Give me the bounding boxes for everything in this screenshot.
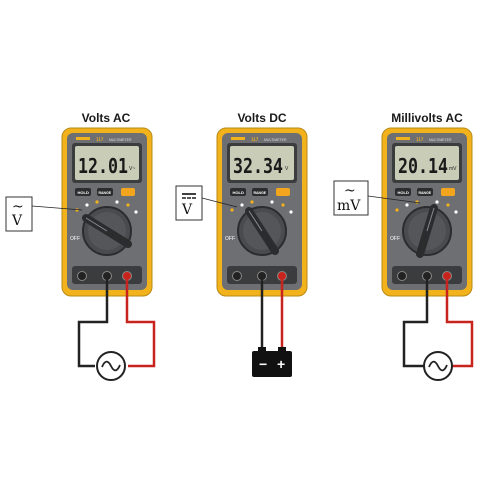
- symbol-mark: ~: [344, 183, 356, 199]
- jack-a: [397, 271, 407, 281]
- hold-button-label: HOLD: [233, 190, 244, 195]
- lcd-reading: 20.14: [398, 154, 448, 178]
- panel-title-volts-dc: Volts DC: [237, 111, 287, 125]
- ac-source-symbol: [96, 351, 126, 381]
- lcd-reading: 12.01: [78, 154, 128, 178]
- function-symbol-ac-volts: ~ V: [5, 196, 83, 232]
- symbol-unit: mV: [337, 198, 361, 214]
- range-button-label: RANGE: [254, 191, 267, 195]
- symbol-mark: ~: [12, 199, 24, 215]
- lcd-unit: V: [285, 166, 289, 172]
- lcd-screen: [230, 146, 294, 180]
- panel-title-volts-ac: Volts AC: [81, 111, 131, 125]
- lcd-unit: mV: [449, 166, 457, 172]
- meter-model-name: MULTIMETER: [264, 138, 287, 142]
- meter-volts-dc: 117 MULTIMETER 32.34 V HOLD RANGE OFF: [216, 127, 308, 297]
- range-button-label: RANGE: [99, 191, 112, 195]
- symbol-unit: V: [11, 213, 23, 229]
- meter-model-label: 117: [416, 137, 424, 142]
- black-probe-lead: [402, 276, 429, 368]
- meter-model-name: MULTIMETER: [429, 138, 452, 142]
- range-button[interactable]: [417, 188, 433, 196]
- battery-symbol: − +: [252, 347, 292, 377]
- off-label: OFF: [390, 236, 400, 242]
- off-label: OFF: [70, 236, 80, 242]
- function-symbol-dc-volts: V: [175, 185, 238, 221]
- lcd-reading: 32.34: [233, 154, 283, 178]
- function-button[interactable]: [441, 188, 455, 196]
- lcd-unit: V~: [129, 166, 135, 172]
- range-button[interactable]: [97, 188, 113, 196]
- jack-a: [77, 271, 87, 281]
- hold-button[interactable]: [230, 188, 246, 196]
- symbol-unit: V: [181, 202, 193, 218]
- panel-title-millivolts-ac: Millivolts AC: [391, 111, 463, 125]
- hold-button[interactable]: [75, 188, 91, 196]
- meter-model-label: 117: [96, 137, 104, 142]
- hold-button[interactable]: [395, 188, 411, 196]
- hold-button-label: HOLD: [78, 190, 89, 195]
- meter-millivolts-ac: 117 MULTIMETER 20.14 mV HOLD RANGE OFF: [381, 127, 473, 297]
- red-probe-lead: [445, 276, 474, 368]
- function-button[interactable]: [121, 188, 135, 196]
- meter-model-label: 117: [251, 137, 259, 142]
- function-symbol-ac-millivolts: ~ mV: [333, 180, 421, 216]
- meter-volts-ac: 117 MULTIMETER 12.01 V~ HOLD RANGE OFF: [61, 127, 153, 297]
- hold-button-label: HOLD: [398, 190, 409, 195]
- lcd-screen: [75, 146, 139, 180]
- range-button-label: RANGE: [419, 191, 432, 195]
- function-button[interactable]: [276, 188, 290, 196]
- range-button[interactable]: [252, 188, 268, 196]
- ac-source-symbol: [423, 351, 453, 381]
- lcd-screen: [395, 146, 459, 180]
- battery-minus-sign: −: [259, 356, 267, 372]
- jack-a: [232, 271, 242, 281]
- off-label: OFF: [225, 236, 235, 242]
- meter-model-name: MULTIMETER: [109, 138, 132, 142]
- battery-plus-sign: +: [277, 356, 285, 372]
- red-probe-lead: [125, 276, 156, 368]
- black-probe-lead: [77, 276, 109, 368]
